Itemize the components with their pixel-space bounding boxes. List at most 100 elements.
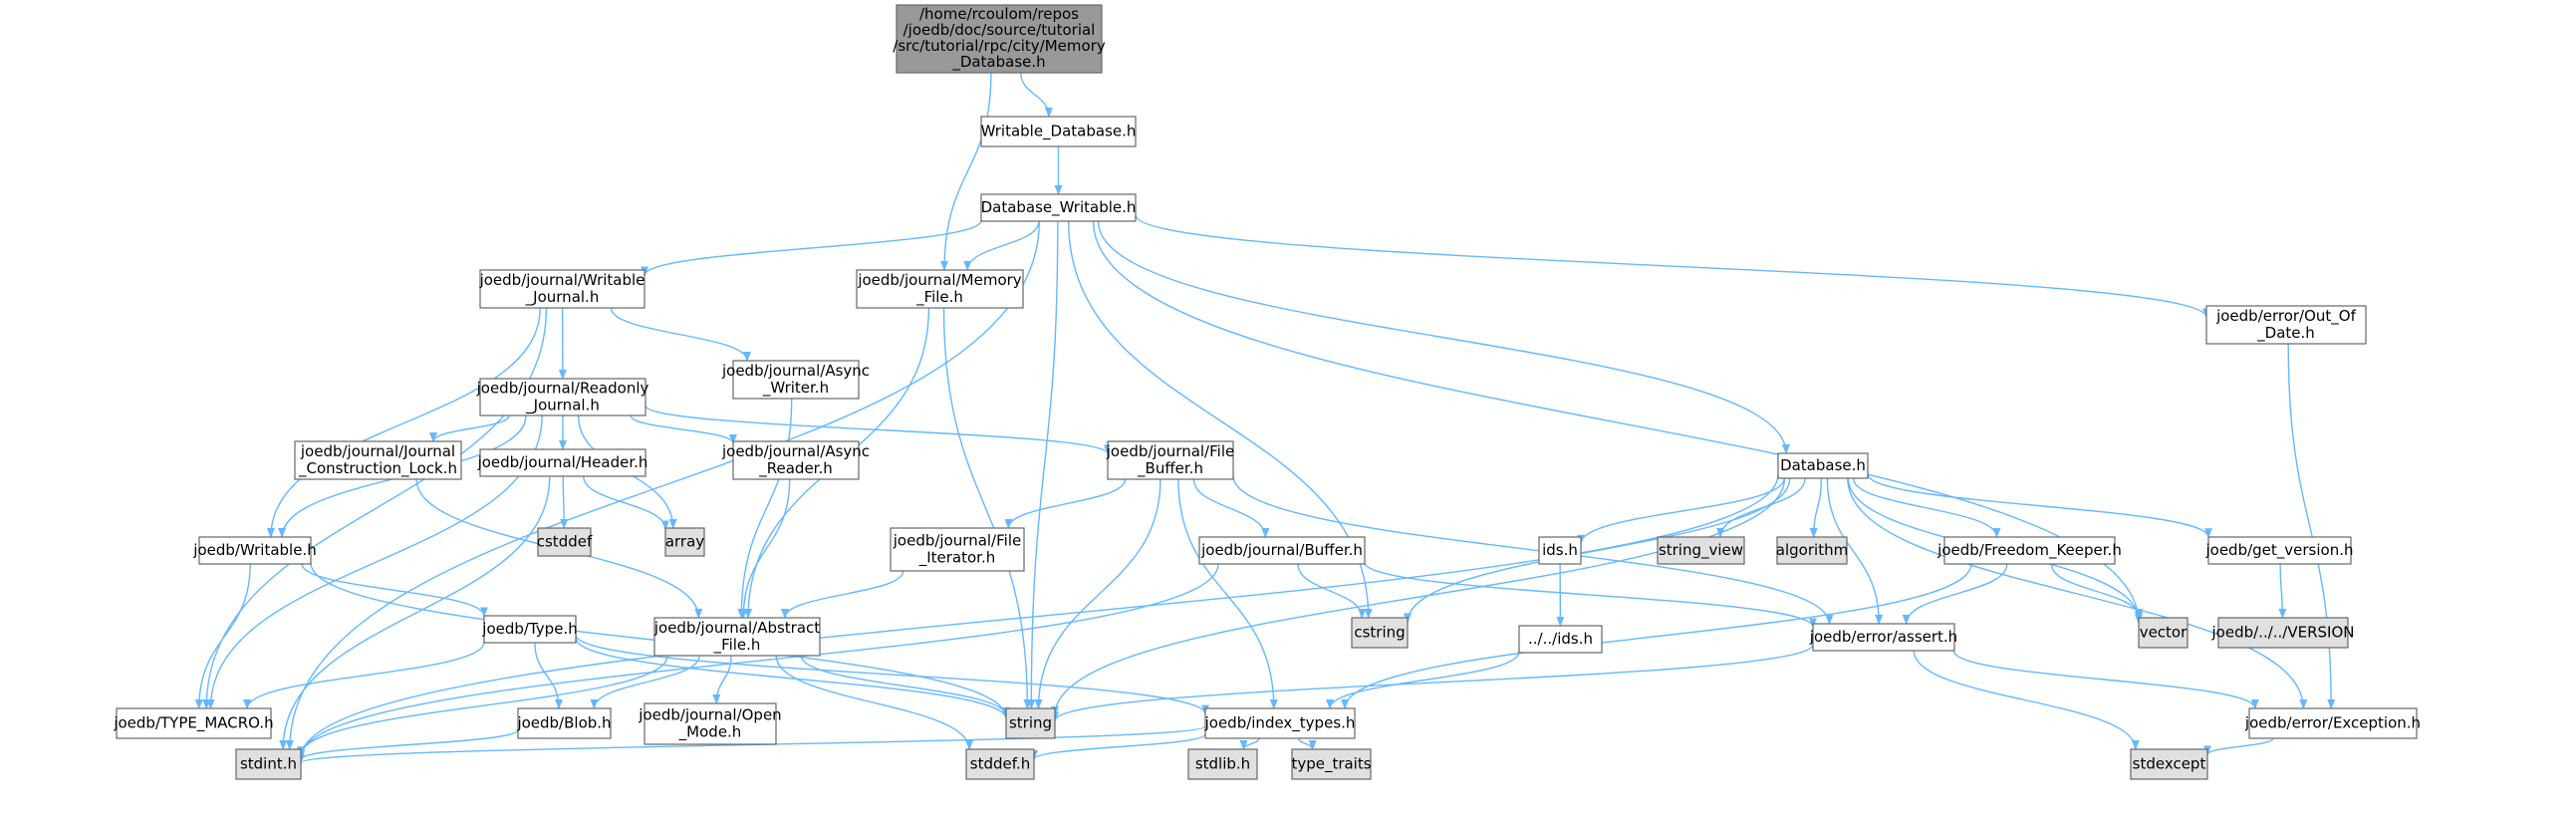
node-label: joedb/../../VERSION (2211, 623, 2355, 641)
node-label: joedb/journal/Open (638, 705, 781, 723)
node-type[interactable]: joedb/Type.h (481, 615, 578, 644)
node-index-types[interactable]: joedb/index_types.h (1204, 707, 1356, 739)
node-label: joedb/journal/Buffer.h (1200, 541, 1363, 559)
node-label: _File.h (713, 636, 761, 655)
node-type-traits: type_traits (1291, 748, 1372, 780)
node-string-view: string_view (1657, 536, 1745, 565)
node-box (1943, 536, 2116, 565)
node-label: Database_Writable.h (981, 198, 1137, 217)
node-label: joedb/TYPE_MACRO.h (113, 713, 273, 732)
edge-abstract_file-to-open_mode (712, 655, 732, 704)
node-cstddef: cstddef (537, 527, 593, 557)
node-label: _Journal.h (525, 288, 600, 307)
node-label: _Mode.h (678, 722, 742, 741)
edge-header-to-array (583, 475, 669, 531)
node-header[interactable]: joedb/journal/Header.h (477, 448, 648, 477)
edge-database_writable-to-writable_journal (641, 219, 982, 277)
node-box (116, 707, 272, 739)
edge-file_iterator-to-abstract_file (781, 570, 904, 619)
node-label: joedb/error/Out_Of (2215, 307, 2357, 326)
edge-type-to-blob (534, 642, 563, 709)
node-box (653, 617, 821, 657)
node-label: _Database.h (951, 53, 1045, 72)
node-async-reader[interactable]: joedb/journal/Async_Reader.h (721, 440, 870, 480)
node-label: cstddef (537, 532, 593, 550)
edge-buffer-to-cstring (1297, 563, 1367, 619)
node-abstract-file[interactable]: joedb/journal/Abstract_File.h (653, 617, 821, 657)
edge-database-to-freedom_keeper (1852, 477, 2001, 538)
node-writable-journal[interactable]: joedb/journal/Writable_Journal.h (479, 269, 645, 309)
edge-readonly_journal-to-file_buffer (644, 405, 1112, 455)
node-algorithm: algorithm (1776, 536, 1848, 565)
node-box (294, 440, 462, 480)
node-async-writer[interactable]: joedb/journal/Async_Writer.h (721, 360, 870, 400)
node-ids[interactable]: ids.h (1538, 536, 1582, 565)
edge-async_writer-to-abstract_file (737, 398, 793, 619)
node-label: ids.h (1542, 541, 1578, 559)
edge-database_writable-to-string (1027, 220, 1059, 709)
node-box (980, 116, 1137, 147)
node-database[interactable]: Database.h (1777, 452, 1869, 479)
edge-writable-to-type (301, 563, 488, 618)
node-writable-database[interactable]: Writable_Database.h (980, 116, 1137, 147)
edges-layer (194, 72, 2336, 764)
node-label: Writable_Database.h (981, 122, 1137, 140)
node-stdint: stdint.h (235, 748, 302, 780)
node-label: joedb/journal/Header.h (477, 453, 648, 471)
node-label: vector (2140, 623, 2188, 641)
node-box (1198, 536, 1366, 565)
node-blob[interactable]: joedb/Blob.h (516, 707, 612, 739)
node-box (1107, 440, 1234, 480)
node-journal-lock[interactable]: joedb/journal/Journal_Construction_Lock.… (294, 440, 462, 480)
edge-database_writable-to-stdint (285, 220, 1040, 750)
edge-freedom_keeper-to-vector (2050, 563, 2144, 619)
edge-database_writable-to-memory_file (963, 220, 1040, 271)
node-open-mode[interactable]: joedb/journal/Open_Mode.h (638, 702, 782, 745)
edge-async_reader-to-abstract_file (739, 478, 791, 619)
node-box (1776, 536, 1848, 565)
node-assert[interactable]: joedb/error/assert.h (1809, 623, 1957, 652)
edge-assert-to-exception (1952, 650, 2259, 709)
edge-assert-to-string (1051, 644, 1814, 722)
node-type-macro[interactable]: joedb/TYPE_MACRO.h (113, 707, 274, 739)
node-box (198, 536, 312, 565)
node-box (1005, 707, 1056, 739)
node-label: /home/rcoulom/repos (919, 5, 1079, 23)
node-readonly-journal[interactable]: joedb/journal/Readonly_Journal.h (476, 378, 649, 416)
node-label: joedb/journal/File (893, 531, 1021, 549)
node-label: joedb/journal/Memory (857, 271, 1021, 289)
node-out-of-date[interactable]: joedb/error/Out_Of_Date.h (2205, 305, 2367, 345)
node-memory-file[interactable]: joedb/journal/Memory_File.h (856, 269, 1024, 309)
node-freedom-keeper[interactable]: joedb/Freedom_Keeper.h (1936, 536, 2122, 565)
node-box (2207, 536, 2352, 565)
node-buffer[interactable]: joedb/journal/Buffer.h (1198, 536, 1366, 565)
node-database-writable[interactable]: Database_Writable.h (980, 193, 1137, 222)
node-file-buffer[interactable]: joedb/journal/File_Buffer.h (1106, 440, 1234, 480)
node-box (235, 748, 302, 780)
node-writable[interactable]: joedb/Writable.h (192, 536, 317, 565)
node-label: stdint.h (240, 754, 297, 772)
edge-database_writable-to-out_of_date (1135, 214, 2210, 319)
node-label: joedb/journal/Readonly (476, 379, 649, 397)
edge-writable_journal-to-writable (266, 307, 541, 538)
node-label: joedb/get_version.h (2204, 541, 2353, 560)
edge-index_types-to-stdlib (1239, 737, 1260, 750)
node-exception[interactable]: joedb/error/Exception.h (2244, 707, 2421, 739)
node-box (1204, 707, 1356, 739)
node-label: /joedb/doc/source/tutorial (903, 21, 1096, 39)
node-get-version[interactable]: joedb/get_version.h (2204, 536, 2354, 565)
node-box (1351, 617, 1409, 649)
node-label: _Writer.h (762, 379, 829, 398)
node-file-iterator[interactable]: joedb/journal/File_Iterator.h (890, 527, 1025, 572)
edge-root-to-memory_file (940, 72, 992, 271)
node-box (856, 269, 1024, 309)
edge-database-to-stdint (297, 474, 1779, 759)
node-label: joedb/journal/File (1106, 442, 1234, 460)
edge-database_writable-to-database (1097, 220, 1790, 454)
node-root[interactable]: /home/rcoulom/repos/joedb/doc/source/tut… (893, 4, 1106, 74)
node-box (1812, 623, 1955, 652)
node-ids-up[interactable]: ../../ids.h (1518, 625, 1603, 654)
node-label: _Reader.h (758, 459, 832, 478)
node-cstring: cstring (1351, 617, 1409, 649)
